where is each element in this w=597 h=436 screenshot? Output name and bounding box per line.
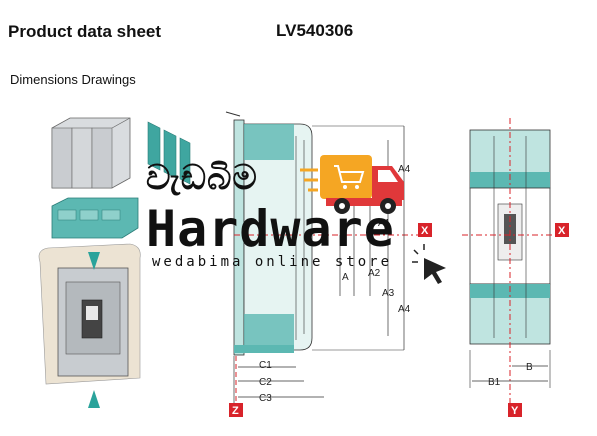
- front-view-drawing: B B1 X Y: [462, 118, 569, 417]
- dim-label-a4: A4: [398, 304, 411, 315]
- axis-y-badge: [508, 403, 522, 417]
- dim-label-c2: C2: [259, 377, 272, 388]
- terminal-shield-illustration: [51, 117, 131, 189]
- phase-barrier-illustration: [147, 121, 191, 185]
- circuit-breaker-illustration: [38, 243, 141, 408]
- dim-label-a2: A2: [368, 268, 381, 279]
- page-title: Product data sheet: [8, 22, 162, 41]
- dim-label-a1: A1: [378, 218, 391, 229]
- delivery-truck-icon: [300, 155, 404, 214]
- dim-label-b1: B1: [488, 377, 501, 388]
- axis-y-label: Y: [511, 405, 519, 417]
- dim-label-a: A: [342, 272, 349, 283]
- section-title: Dimensions Drawings: [10, 72, 136, 87]
- dim-label-a4-top: A4: [398, 164, 411, 175]
- axis-x-label-side: X: [421, 225, 429, 237]
- watermark-tagline: wedabima online store: [152, 254, 393, 270]
- axis-x-badge-front: [555, 223, 569, 237]
- dim-label-c3: C3: [259, 393, 272, 404]
- product-reference: LV540306: [276, 21, 354, 40]
- watermark-brand: Hardware: [146, 200, 395, 258]
- axis-x-label-front: X: [558, 225, 566, 237]
- cursor-pointer-icon: [412, 244, 446, 284]
- dim-label-a3: A3: [382, 288, 395, 299]
- terminal-cover-illustration: [51, 197, 139, 239]
- axis-z-badge: [229, 403, 243, 417]
- dim-label-c1: C1: [259, 360, 272, 371]
- dim-label-b: B: [526, 362, 533, 373]
- watermark-brand-script: වැඩබිම: [146, 158, 258, 198]
- axis-z-label: Z: [232, 405, 239, 417]
- axis-x-badge-side: [418, 223, 432, 237]
- side-view-drawing: A4 A3 A1 A A2 A3 A4 C1 C2 C3 X Z: [225, 111, 432, 420]
